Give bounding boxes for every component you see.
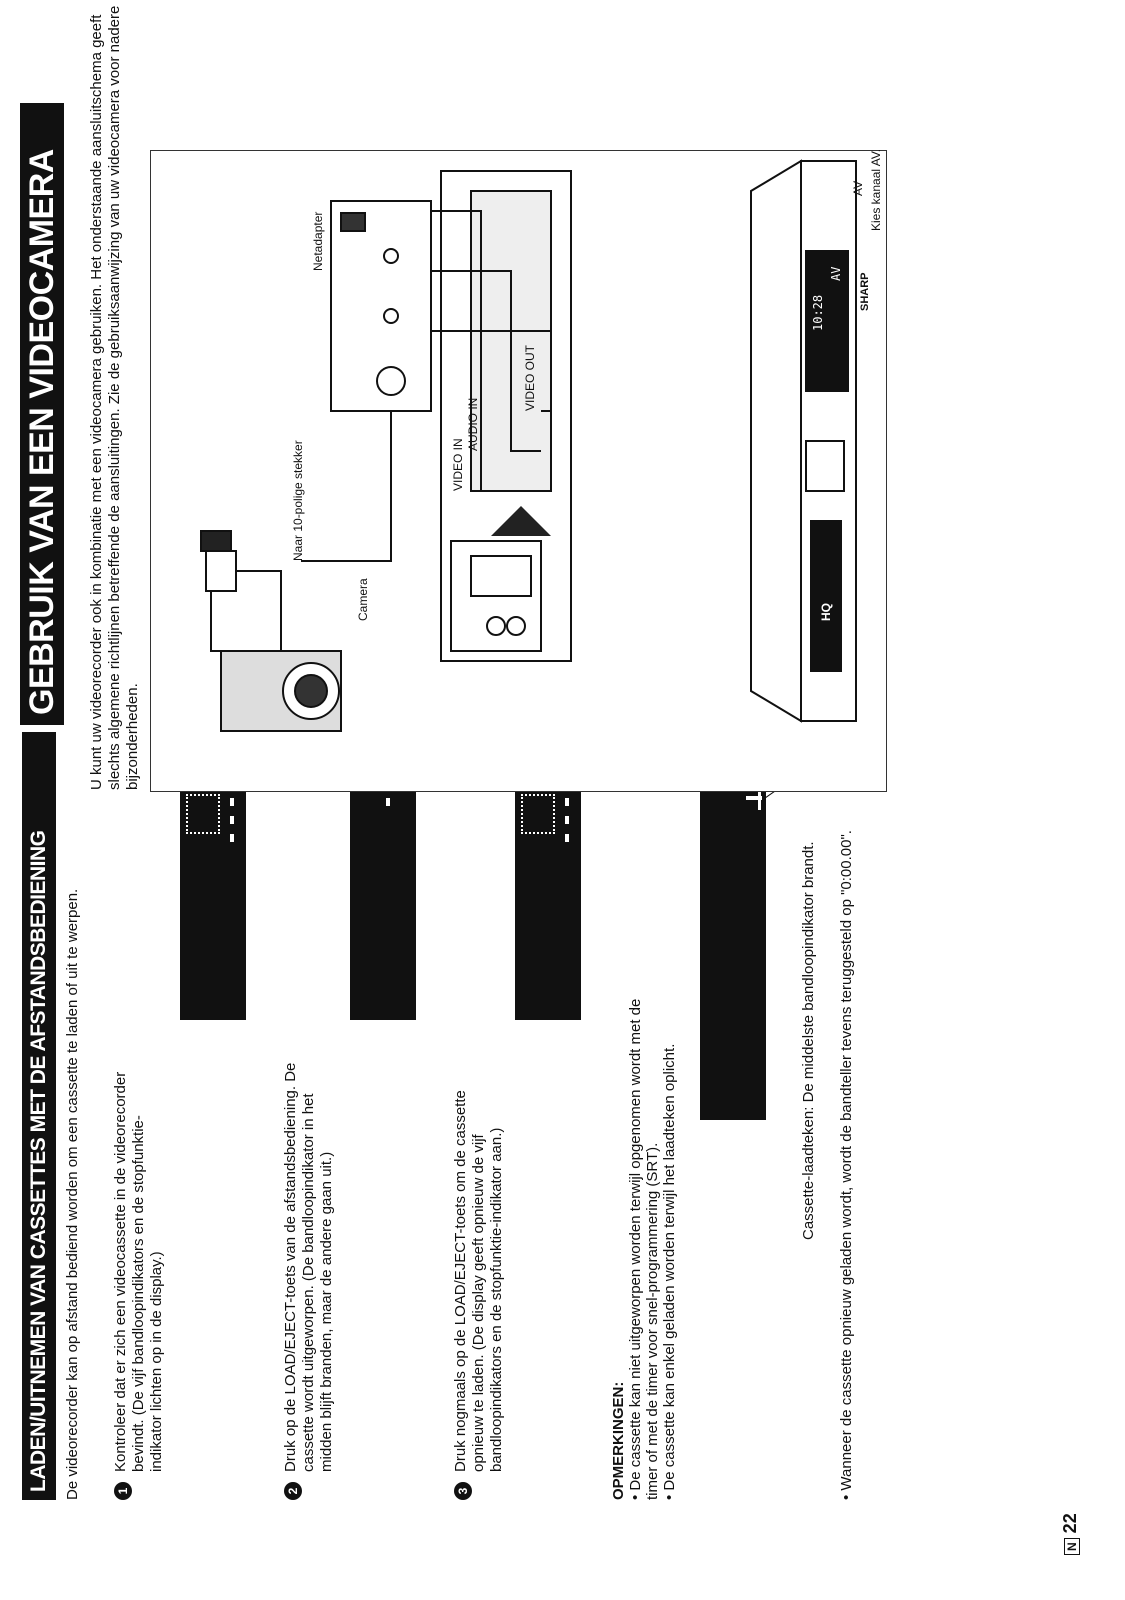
tape-indicator-middle [386, 798, 390, 806]
channel-caption: Kies kanaal AV. [869, 148, 883, 231]
step-2-number: 2 [284, 1482, 302, 1500]
page-number: N 22 [1060, 1513, 1081, 1555]
audio-in-label: AUDIO IN [466, 397, 480, 451]
camera-illustration [200, 530, 342, 732]
display-channel: AV [829, 266, 843, 281]
arrow-icon [491, 506, 551, 536]
tape-indicator [230, 816, 234, 824]
hq-label: HQ [819, 603, 833, 621]
tape-indicator [565, 798, 569, 806]
adapter-label: Netadapter [311, 211, 325, 271]
video-out-label: VIDEO OUT [523, 344, 537, 411]
notes-title: OPMERKINGEN: [610, 1381, 627, 1500]
notes-block: OPMERKINGEN: • De cassette kan niet uitg… [610, 980, 678, 1500]
connection-diagram: Camera Naar 10-polige stekker Netadapter… [150, 148, 887, 792]
vcr-front [750, 159, 857, 723]
left-section-title: LADEN/UITNEMEN VAN CASSETTES MET DE AFST… [22, 732, 56, 1500]
page-number-value: 22 [1060, 1513, 1080, 1534]
language-badge: N [1064, 1538, 1080, 1555]
step-2-text: Druk op de LOAD/EJECT-toets van de afsta… [282, 1062, 335, 1472]
note-item: • De cassette kan niet uitgeworpen worde… [627, 998, 661, 1500]
step-1: 1 Kontroleer dat er zich een videocasset… [112, 1060, 176, 1500]
adapter-illustration [330, 200, 432, 412]
video-in-label: VIDEO IN [451, 438, 465, 491]
plug-label: Naar 10-polige stekker [291, 440, 305, 561]
load-indicator-display [700, 750, 766, 1120]
stop-indicator [521, 794, 555, 834]
display-time: 10:28 [811, 294, 825, 331]
camera-label: Camera [356, 578, 370, 621]
left-intro: De videorecorder kan op afstand bediend … [64, 888, 81, 1500]
right-intro: U kunt uw videorecorder ook in kombinati… [88, 5, 141, 790]
tape-indicator [230, 798, 234, 806]
av-label: AV [851, 180, 865, 196]
step-1-number: 1 [114, 1482, 132, 1500]
brand-logo: SHARP [859, 272, 871, 311]
step-3: 3 Druk nogmaals op de LOAD/EJECT-toets o… [452, 1060, 516, 1500]
right-section-title: GEBRUIK VAN EEN VIDEOCAMERA [20, 103, 64, 725]
tape-indicator [565, 834, 569, 842]
tape-indicator [565, 816, 569, 824]
final-note: • Wanneer de cassette opnieuw geladen wo… [838, 830, 855, 1500]
tape-indicator [230, 834, 234, 842]
vcr-rear-panel [440, 170, 572, 662]
step-2: 2 Druk op de LOAD/EJECT-toets van de afs… [282, 1060, 346, 1500]
diagram-drawing [200, 159, 857, 732]
stop-indicator [186, 794, 220, 834]
step-3-text: Druk nogmaals op de LOAD/EJECT-toets om … [452, 1090, 505, 1472]
step-3-number: 3 [454, 1482, 472, 1500]
step-1-text: Kontroleer dat er zich een videocassette… [112, 1071, 165, 1472]
note-item: • De cassette kan enkel geladen worden t… [661, 1043, 678, 1500]
